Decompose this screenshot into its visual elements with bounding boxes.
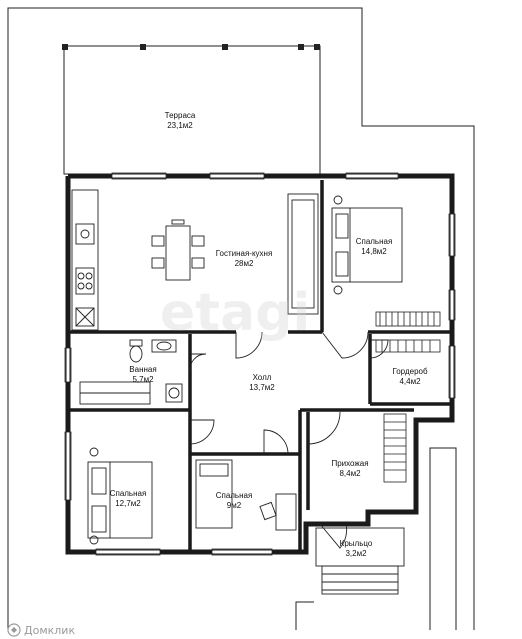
terrace-area <box>62 44 321 175</box>
room-area: 4,4м2 <box>399 377 421 386</box>
room-area: 28м2 <box>235 259 254 268</box>
room-label-bedroom3: Спальная 9м2 <box>216 491 253 510</box>
doors <box>189 331 389 549</box>
room-area: 14,8м2 <box>361 247 387 256</box>
room-name: Гостиная-кухня <box>216 249 273 258</box>
bathroom-fixtures <box>79 339 183 405</box>
room-name: Спальная <box>216 491 253 500</box>
room-area: 8,4м2 <box>339 469 361 478</box>
window-frames <box>64 172 456 556</box>
room-name: Спальная <box>110 489 147 498</box>
room-area: 9м2 <box>227 501 242 510</box>
room-label-bedroom1: Спальная 14,8м2 <box>356 237 393 256</box>
room-label-wardrobe: Гордероб 4,4м2 <box>392 367 428 386</box>
sofa <box>287 193 319 315</box>
site-boundary-steps <box>295 601 314 630</box>
room-area: 13,7м2 <box>249 383 275 392</box>
room-name: Гордероб <box>392 367 428 376</box>
room-area: 23,1м2 <box>167 121 193 130</box>
bed-bedroom2 <box>87 447 153 545</box>
room-label-bath: Ванная 5,7м2 <box>129 365 156 384</box>
room-label-living: Гостиная-кухня 28м2 <box>216 249 273 268</box>
room-area: 3,2м2 <box>345 549 367 558</box>
room-label-terrace: Терраса 23,1м2 <box>165 111 196 130</box>
room-label-hall: Холл 13,7м2 <box>249 373 275 392</box>
porch-steps <box>315 527 405 595</box>
site-boundary-right <box>429 447 457 630</box>
room-label-entry: Прихожая 8,4м2 <box>331 459 368 478</box>
brand-logo: Домклик <box>7 623 75 637</box>
brand-name: Домклик <box>24 624 75 637</box>
wardrobe-shelf <box>375 311 441 483</box>
kitchen-counter <box>71 189 99 331</box>
windows <box>66 174 454 554</box>
dining-table <box>151 219 205 281</box>
bed-bedroom3 <box>195 459 297 531</box>
room-name: Терраса <box>165 111 196 120</box>
room-name: Ванная <box>129 365 156 374</box>
room-name: Холл <box>253 373 272 382</box>
room-name: Спальная <box>356 237 393 246</box>
room-area: 12,7м2 <box>115 499 141 508</box>
room-name: Прихожая <box>331 459 368 468</box>
room-name: Крыльцо <box>340 539 373 548</box>
room-label-porch: Крыльцо 3,2м2 <box>340 539 373 558</box>
site-boundary <box>7 7 475 630</box>
room-area: 5,7м2 <box>132 375 154 384</box>
bed-bedroom1 <box>331 195 403 295</box>
watermark: etagi <box>160 283 310 343</box>
room-label-bedroom2: Спальная 12,7м2 <box>110 489 147 508</box>
